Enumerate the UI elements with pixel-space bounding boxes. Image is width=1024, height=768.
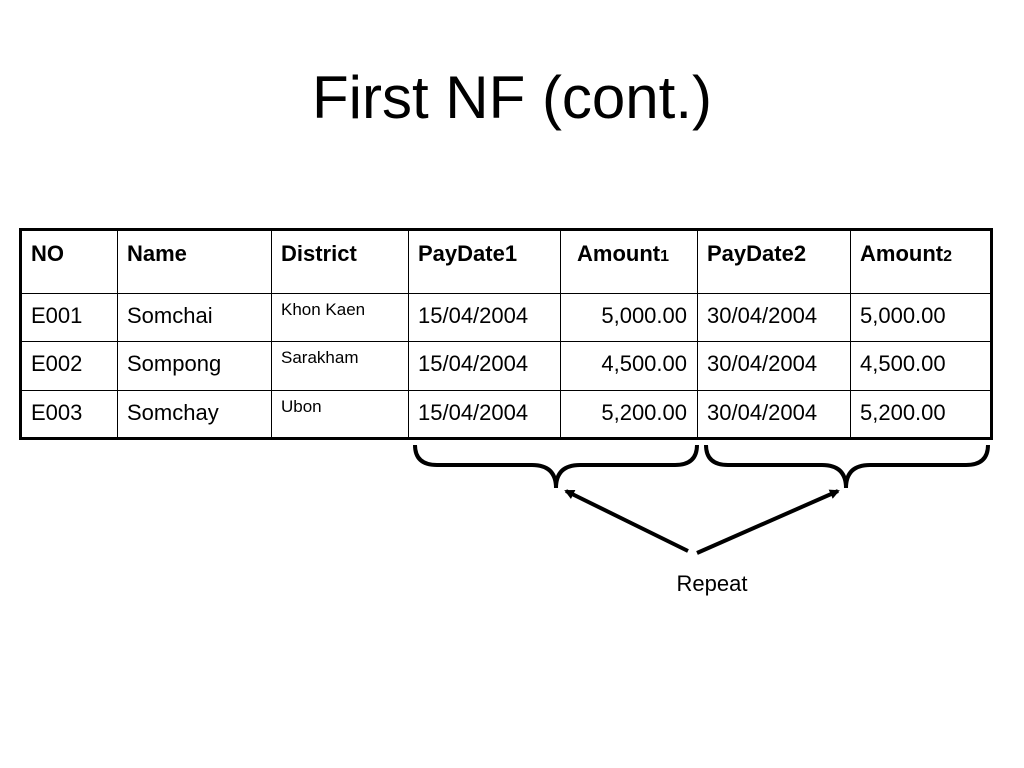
header-suffix: 2 <box>943 248 952 265</box>
cell-amount2: 5,200.00 <box>850 389 992 440</box>
cell-district: Khon Kaen <box>271 292 409 343</box>
payment-table: NO Name District PayDate1 Amount1 PayDat… <box>19 228 993 440</box>
cell-no: E001 <box>20 292 118 343</box>
cell-district: Sarakham <box>271 341 409 391</box>
column-header-amount1: Amount1 <box>560 229 698 294</box>
header-label: PayDate2 <box>707 241 807 266</box>
cell-paydate1: 15/04/2004 <box>408 341 561 391</box>
left-arrow <box>564 489 689 553</box>
cell-paydate2: 30/04/2004 <box>697 389 851 440</box>
cell-district: Ubon <box>271 389 409 440</box>
cell-amount2: 5,000.00 <box>850 292 992 343</box>
cell-no: E003 <box>20 389 118 440</box>
column-header-paydate2: PayDate2 <box>697 229 851 294</box>
cell-paydate2: 30/04/2004 <box>697 292 851 343</box>
cell-amount1: 4,500.00 <box>560 341 698 391</box>
header-label: Name <box>127 241 187 266</box>
header-label: Amount <box>577 241 661 266</box>
table-row: E001 Somchai Khon Kaen 15/04/2004 5,000.… <box>20 292 992 343</box>
table-row: E003 Somchay Ubon 15/04/2004 5,200.00 30… <box>20 389 992 440</box>
cell-amount2: 4,500.00 <box>850 341 992 391</box>
cell-no: E002 <box>20 341 118 391</box>
header-label: NO <box>31 241 64 266</box>
slide-title: First NF (cont.) <box>312 64 712 131</box>
header-label: District <box>281 241 357 266</box>
header-label: PayDate1 <box>418 241 518 266</box>
column-header-paydate1: PayDate1 <box>408 229 561 294</box>
cell-paydate1: 15/04/2004 <box>408 292 561 343</box>
cell-name: Somchai <box>117 292 272 343</box>
right-brace <box>704 444 990 489</box>
cell-name: Somchay <box>117 389 272 440</box>
left-brace <box>413 444 699 489</box>
cell-name: Sompong <box>117 341 272 391</box>
cell-amount1: 5,200.00 <box>560 389 698 440</box>
repeat-label: Repeat <box>676 571 748 596</box>
header-label: Amount <box>860 241 944 266</box>
cell-amount1: 5,000.00 <box>560 292 698 343</box>
table-row: E002 Sompong Sarakham 15/04/2004 4,500.0… <box>20 341 992 391</box>
right-arrow <box>696 489 840 555</box>
column-header-district: District <box>271 229 409 294</box>
header-suffix: 1 <box>660 248 669 265</box>
